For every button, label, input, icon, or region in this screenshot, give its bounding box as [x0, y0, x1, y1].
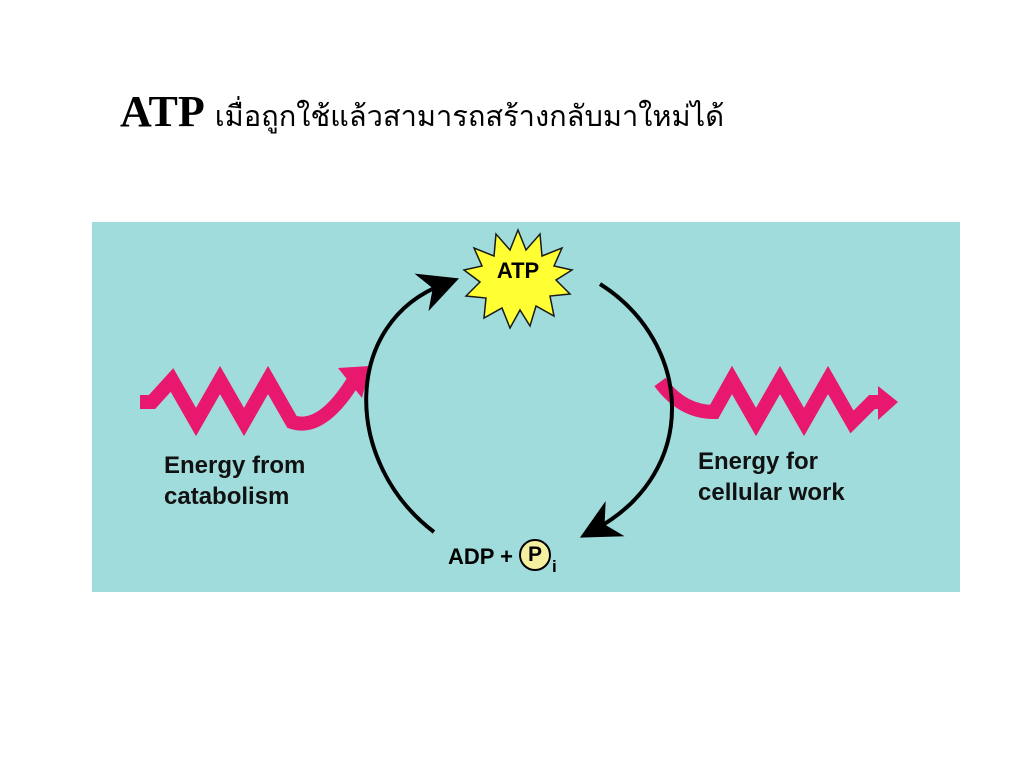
phosphate-subscript: i	[552, 556, 557, 576]
left-label-line-2: catabolism	[164, 483, 290, 510]
left-label-line-1: Energy from	[164, 452, 306, 479]
right-label-line-2: cellular work	[698, 479, 845, 506]
energy-for-cellular-work-label: Energy for cellular work	[698, 446, 845, 508]
energy-in-arrow-icon	[140, 365, 370, 437]
phosphate-circle-icon: P	[519, 539, 552, 571]
adp-node: ADP +Pi	[448, 539, 557, 576]
energy-out-arrow-icon	[654, 365, 898, 437]
slide-title: ATP เมื่อถูกใช้แล้วสามารถสร้างกลับมาใหม่ไ…	[120, 86, 724, 139]
atp-starburst-icon	[462, 227, 574, 330]
diagram-graphics	[140, 227, 898, 538]
atp-node-label: ATP	[496, 258, 540, 283]
atp-cycle-diagram: ATP Energy from catabolism Energy for ce…	[92, 222, 960, 592]
title-subtitle: เมื่อถูกใช้แล้วสามารถสร้างกลับมาใหม่ได้	[214, 99, 725, 133]
adp-prefix: ADP +	[448, 543, 514, 569]
right-label-line-1: Energy for	[698, 448, 819, 475]
title-main: ATP	[120, 87, 205, 136]
energy-from-catabolism-label: Energy from catabolism	[164, 450, 305, 512]
synthesis-arrow-icon	[364, 273, 459, 534]
hydrolysis-arrow-icon	[579, 282, 674, 538]
